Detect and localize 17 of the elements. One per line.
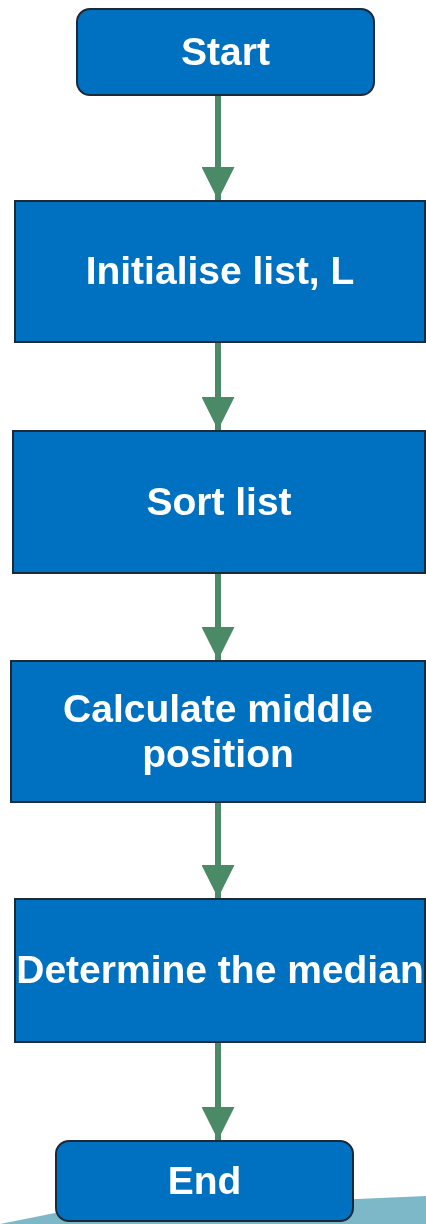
process-box	[10, 660, 426, 803]
arrow	[201, 574, 235, 660]
box-label: Start	[181, 29, 270, 75]
terminal-box	[76, 8, 375, 96]
box-label: End	[167, 1158, 242, 1204]
process-box	[14, 200, 426, 343]
box-label: Calculate middle position	[62, 686, 374, 777]
box-label: Determine the median	[16, 948, 424, 993]
process-box	[12, 430, 426, 574]
arrow	[201, 803, 235, 898]
arrow	[201, 343, 235, 430]
box-label: Sort list	[146, 479, 292, 525]
arrow	[201, 96, 235, 200]
process-box	[14, 898, 426, 1043]
box-label: Initialise list, L	[85, 249, 355, 294]
terminal-box	[55, 1140, 354, 1222]
arrow	[201, 1043, 235, 1140]
